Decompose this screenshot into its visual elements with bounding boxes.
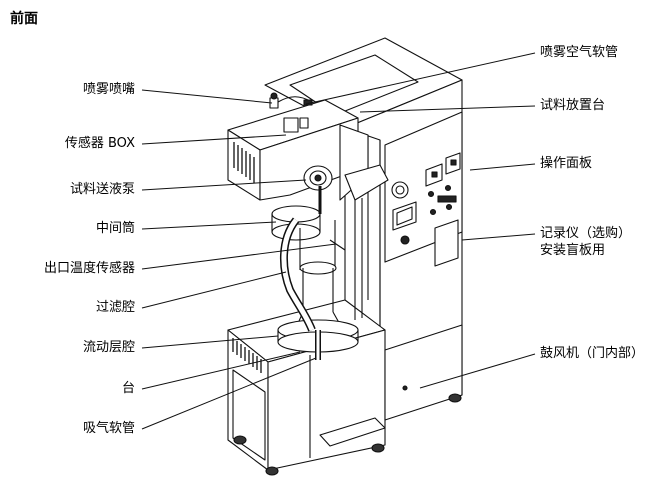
control-panel	[384, 111, 463, 267]
label-recorder-optional: 记录仪（选购）	[540, 226, 632, 241]
label-suction-hose: 吸气软管	[82, 421, 135, 436]
casters	[233, 393, 462, 476]
label-spray-nozzle: 喷雾喷嘴	[82, 82, 135, 97]
label-sample-stage: 试料放置台	[540, 98, 606, 113]
label-middle-cylinder: 中间筒	[95, 221, 135, 236]
label-blank-plate: 安装盲板用	[540, 243, 606, 258]
label-filter-chamber: 过滤腔	[95, 300, 135, 315]
page-title: 前面	[10, 11, 38, 27]
label-sensor-box: 传感器 BOX	[64, 136, 135, 151]
sensor-box	[227, 99, 389, 201]
label-control-panel: 操作面板	[540, 156, 593, 171]
leader-lines	[141, 52, 536, 430]
glass-column	[271, 186, 359, 360]
label-stand: 台	[121, 381, 135, 396]
sample-pump	[303, 165, 333, 191]
label-sample-pump: 试料送液泵	[69, 182, 135, 197]
stand-column	[354, 198, 363, 320]
label-outlet-temp-sensor: 出口温度传感器	[43, 261, 135, 276]
label-fluid-bed-chamber: 流动层腔	[82, 340, 135, 355]
label-blower: 鼓风机（门内部）	[540, 346, 645, 361]
label-spray-air-hose: 喷雾空气软管	[540, 45, 619, 60]
spray-nozzle	[269, 92, 313, 133]
blower-door	[384, 324, 463, 421]
